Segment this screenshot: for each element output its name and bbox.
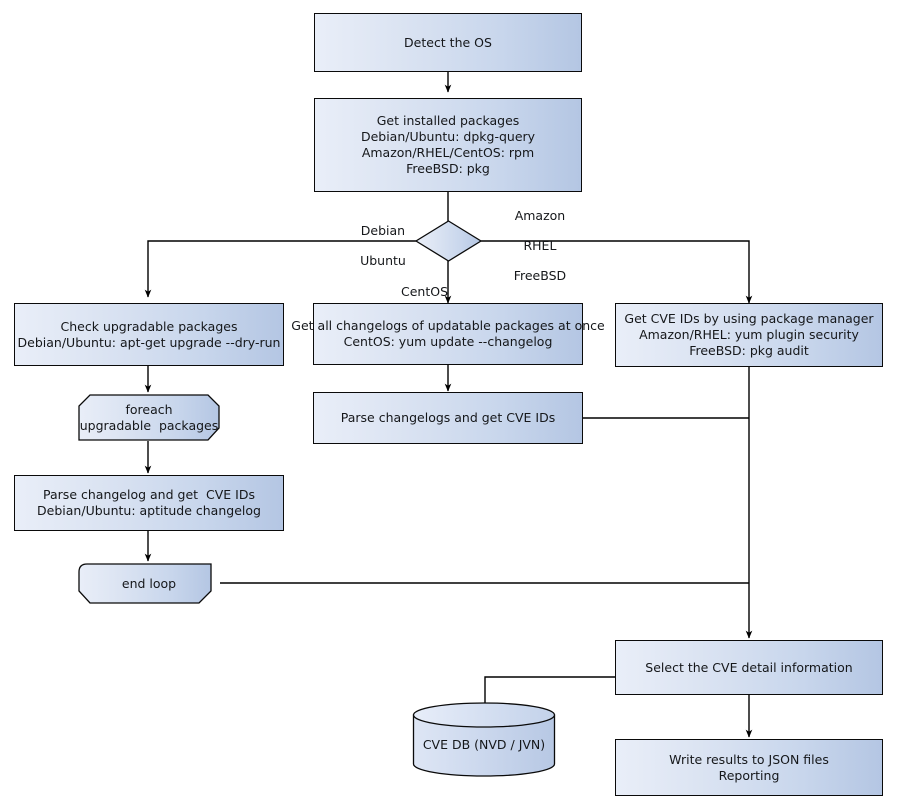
- node-check-upgradable-packages[interactable]: Check upgradable packages Debian/Ubuntu:…: [14, 303, 284, 366]
- node-select-cve-detail-label: Select the CVE detail information: [645, 659, 853, 675]
- node-get-installed-packages-line4: FreeBSD: pkg: [406, 161, 490, 176]
- node-get-cve-ids-line3: FreeBSD: pkg audit: [689, 343, 809, 358]
- edge-label-debian-line1: Debian: [360, 223, 406, 238]
- node-get-all-changelogs[interactable]: Get all changelogs of updatable packages…: [291, 303, 605, 365]
- edge-label-amazon-line1: Amazon: [514, 208, 566, 223]
- edge-label-amazon-line2: RHEL: [523, 238, 557, 253]
- node-detect-os-label: Detect the OS: [404, 34, 492, 50]
- node-get-installed-packages-line3: Amazon/RHEL/CentOS: rpm: [361, 145, 535, 160]
- node-get-installed-packages[interactable]: Get installed packages Debian/Ubuntu: dp…: [314, 98, 582, 192]
- node-parse-changelog-single-line1: Parse changelog and get CVE IDs: [43, 487, 255, 502]
- edge-label-amazon-line3: FreeBSD: [513, 268, 567, 283]
- node-select-cve-detail[interactable]: Select the CVE detail information: [615, 640, 883, 695]
- edge-label-amazon-branch: Amazon RHEL FreeBSD: [487, 193, 577, 298]
- node-check-upgradable-line1: Check upgradable packages: [60, 318, 238, 334]
- loop-end-shape: [78, 563, 212, 604]
- node-get-cve-ids-line2: Amazon/RHEL: yum plugin security: [639, 327, 859, 342]
- edge-label-centos-branch: CentOS: [378, 269, 448, 314]
- node-get-all-changelogs-line1: Get all changelogs of updatable packages…: [291, 318, 605, 333]
- node-detect-os[interactable]: Detect the OS: [314, 13, 582, 72]
- node-write-results-line2: Reporting: [718, 767, 780, 783]
- node-foreach-loop-line1: foreach: [125, 401, 173, 417]
- node-get-cve-ids-package-manager[interactable]: Get CVE IDs by using package manager Ama…: [615, 303, 883, 367]
- database-cylinder-shape: [412, 702, 556, 777]
- node-get-cve-ids-line1: Get CVE IDs by using package manager: [624, 311, 874, 326]
- node-check-upgradable-line2: Debian/Ubuntu: apt-get upgrade --dry-run: [17, 334, 281, 350]
- loop-start-shape: [78, 394, 220, 441]
- node-get-installed-packages-line1: Get installed packages: [376, 113, 520, 128]
- edge-label-debian-branch: Debian Ubuntu: [336, 208, 414, 283]
- node-foreach-loop[interactable]: foreach upgradable packages: [78, 394, 220, 441]
- edge-label-centos-text: CentOS: [400, 284, 448, 299]
- node-get-all-changelogs-line2: CentOS: yum update --changelog: [343, 334, 553, 349]
- node-parse-changelog-single-line2: Debian/Ubuntu: aptitude changelog: [37, 503, 261, 518]
- node-get-installed-packages-line2: Debian/Ubuntu: dpkg-query: [360, 129, 536, 144]
- node-end-loop-label: end loop: [121, 575, 177, 591]
- node-write-results-line1: Write results to JSON files: [669, 751, 829, 767]
- node-cve-db-label: CVE DB (NVD / JVN): [422, 737, 546, 752]
- node-write-results[interactable]: Write results to JSON files Reporting: [615, 739, 883, 796]
- edge-label-debian-line2: Ubuntu: [360, 253, 406, 268]
- node-cve-db[interactable]: CVE DB (NVD / JVN): [412, 702, 556, 778]
- node-os-decision[interactable]: [415, 220, 482, 262]
- node-parse-changelog-single[interactable]: Parse changelog and get CVE IDs Debian/U…: [14, 475, 284, 531]
- node-parse-changelogs-multi[interactable]: Parse changelogs and get CVE IDs: [313, 392, 583, 444]
- node-end-loop[interactable]: end loop: [78, 563, 220, 604]
- node-foreach-loop-line2: upgradable packages: [79, 417, 219, 433]
- node-parse-changelogs-multi-label: Parse changelogs and get CVE IDs: [340, 410, 556, 425]
